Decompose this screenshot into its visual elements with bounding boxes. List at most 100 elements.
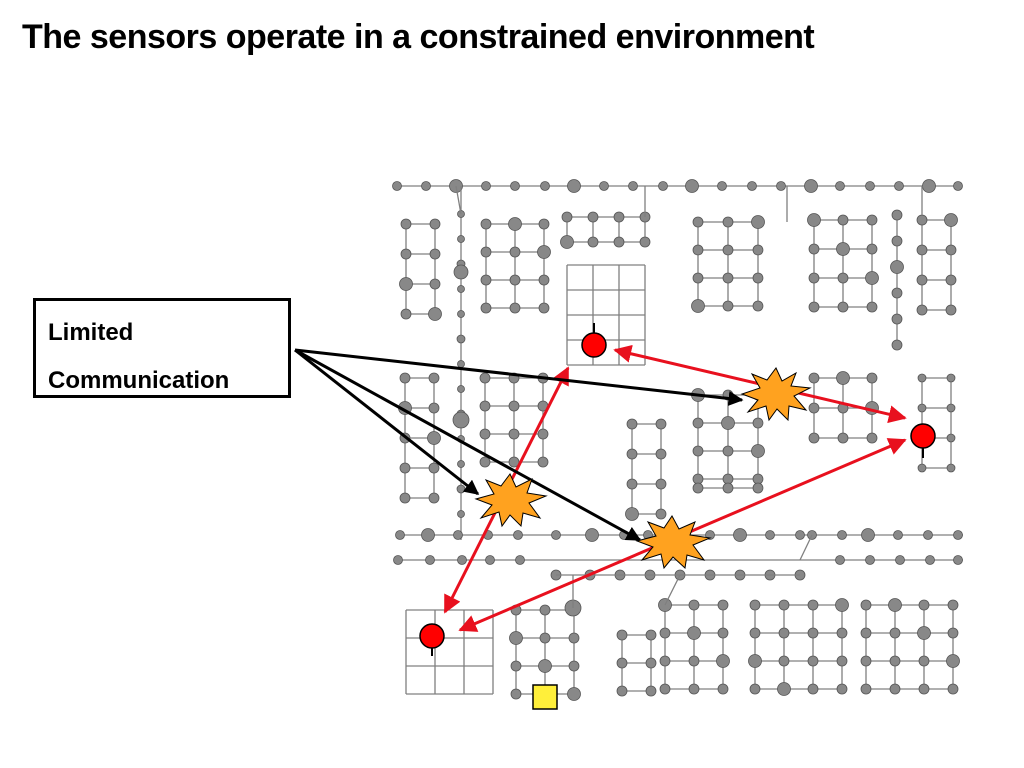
grid-node — [509, 274, 521, 286]
callout-line-1: Limited — [48, 319, 134, 346]
grid-node — [752, 272, 764, 284]
grid-node — [429, 278, 441, 290]
grid-node — [655, 448, 667, 460]
grid-node — [860, 599, 872, 611]
grid-node — [428, 372, 440, 384]
grid-node — [888, 598, 902, 612]
grid-node — [425, 555, 435, 565]
grid-node — [479, 428, 491, 440]
callout-arrow-1 — [294, 348, 744, 406]
grid-node — [947, 627, 959, 639]
grid-node — [551, 530, 561, 540]
grid-node — [716, 654, 730, 668]
grid-node — [659, 655, 671, 667]
grid-node — [778, 627, 790, 639]
burst-icon — [740, 367, 812, 422]
grid-node — [692, 417, 704, 429]
grid-node — [421, 528, 435, 542]
grid-node — [866, 432, 878, 444]
grid-node — [399, 277, 413, 291]
grid-node — [457, 460, 465, 468]
grid-node — [539, 632, 551, 644]
grid-node — [510, 660, 522, 672]
grid-node — [395, 530, 405, 540]
grid-node — [944, 213, 958, 227]
grid-node — [946, 403, 956, 413]
grid-node — [429, 218, 441, 230]
grid-node — [945, 304, 957, 316]
grid-node — [722, 300, 734, 312]
grid-node — [891, 209, 903, 221]
grid-node — [917, 463, 927, 473]
road-segment — [455, 185, 462, 215]
grid-node — [866, 301, 878, 313]
callout-arrow-3 — [294, 348, 642, 542]
grid-node — [837, 432, 849, 444]
grid-node — [836, 242, 850, 256]
sensors — [419, 323, 936, 656]
grid-node — [456, 334, 466, 344]
grid-node — [749, 627, 761, 639]
grid-node — [587, 236, 599, 248]
grid-node — [509, 246, 521, 258]
grid-node — [861, 528, 875, 542]
grid-node — [860, 627, 872, 639]
grid-node — [776, 181, 786, 191]
grid-node — [808, 432, 820, 444]
grid-node — [427, 431, 441, 445]
grid-node — [399, 462, 411, 474]
grid-node — [752, 417, 764, 429]
grid-node — [749, 683, 761, 695]
grid-node — [626, 448, 638, 460]
grid-node — [808, 372, 820, 384]
grid-node — [953, 181, 963, 191]
grid-node — [613, 236, 625, 248]
grid-node — [645, 685, 657, 697]
grid-node — [613, 211, 625, 223]
grid-node — [748, 654, 762, 668]
grid-node — [945, 244, 957, 256]
grid-node — [733, 528, 747, 542]
grid-node — [752, 482, 764, 494]
grid-node — [778, 655, 790, 667]
grid-node — [457, 285, 465, 293]
road-segment — [664, 574, 681, 606]
grid-node — [916, 274, 928, 286]
grid-node — [717, 599, 729, 611]
grid-node — [890, 260, 904, 274]
grid-node — [917, 403, 927, 413]
grid-node — [537, 428, 549, 440]
grid-node — [480, 274, 492, 286]
callout-arrow-2 — [294, 348, 480, 496]
grid-node — [457, 235, 465, 243]
grid-node — [508, 217, 522, 231]
grid-node — [946, 654, 960, 668]
grid-node — [457, 385, 465, 393]
grid-node — [658, 181, 668, 191]
grid-node — [917, 373, 927, 383]
grid-node — [400, 248, 412, 260]
grid-node — [540, 181, 550, 191]
grid-node — [916, 244, 928, 256]
grid-node — [777, 682, 791, 696]
callout-line-2: Communication — [48, 367, 230, 394]
grid-node — [721, 416, 735, 430]
grid-node — [509, 302, 521, 314]
grid-node — [866, 243, 878, 255]
grid-node — [568, 632, 580, 644]
grid-node — [399, 492, 411, 504]
grid-node — [837, 214, 849, 226]
grid-node — [688, 655, 700, 667]
grid-node — [688, 683, 700, 695]
grid-node — [587, 211, 599, 223]
grid-node — [538, 218, 550, 230]
grid-node — [752, 244, 764, 256]
grid-node — [692, 445, 704, 457]
grid-node — [561, 211, 573, 223]
grid-node — [804, 179, 818, 193]
grid-node — [865, 271, 879, 285]
grid-node — [659, 627, 671, 639]
grid-node — [539, 604, 551, 616]
grid-node — [946, 433, 956, 443]
